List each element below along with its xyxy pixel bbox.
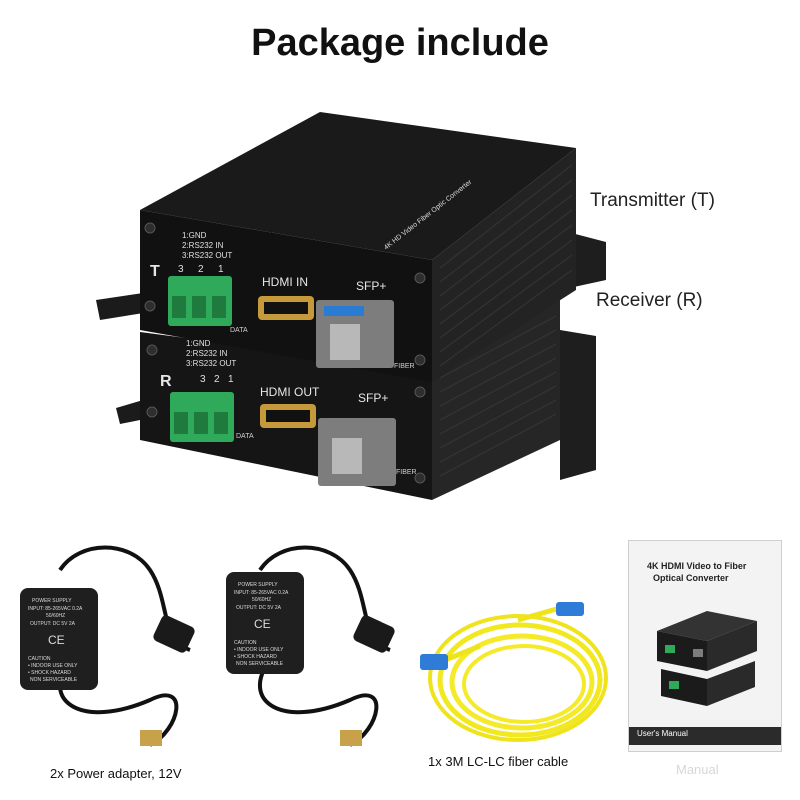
pinout-top-1: 1:GND xyxy=(182,231,207,240)
hdmi-in-label: HDMI IN xyxy=(262,275,308,289)
adapter1-c2: • SHOCK HAZARD xyxy=(28,670,71,676)
power-caption: 2x Power adapter, 12V xyxy=(50,766,182,781)
adapter1-ce: CE xyxy=(48,633,65,647)
sfp-top-label: SFP+ xyxy=(356,279,386,293)
pinout-top-2: 2:RS232 IN xyxy=(182,241,224,250)
adapter2-c1: • INDOOR USE ONLY xyxy=(234,647,284,653)
terminal-num-bottom-3: 3 xyxy=(200,374,206,385)
fiber-top-label: FIBER xyxy=(394,363,415,370)
adapter2-line4: OUTPUT: DC 5V 2A xyxy=(236,605,282,611)
data-bottom-label: DATA xyxy=(236,433,254,440)
adapter1-line4: OUTPUT: DC 5V 2A xyxy=(30,621,76,627)
lc-connector-2 xyxy=(556,602,584,616)
screws xyxy=(144,222,426,484)
mount-ear-right-bottom xyxy=(560,330,596,480)
transmitter-fins xyxy=(439,164,573,367)
receiver-label: Receiver (R) xyxy=(596,290,703,311)
fiber-bottom-label: FIBER xyxy=(396,469,417,476)
plug-1 xyxy=(153,615,195,653)
manual-device-photo xyxy=(657,611,757,706)
adapter2-ce: CE xyxy=(254,617,271,631)
adapter1-line3: 50/60HZ xyxy=(46,613,65,619)
transmitter-label: Transmitter (T) xyxy=(590,190,715,211)
adapter1-caution: CAUTION xyxy=(28,656,51,662)
manual-caption: Manual xyxy=(676,762,719,777)
plug-2 xyxy=(353,615,395,653)
adapter-body-1 xyxy=(20,588,98,690)
pinout-bottom-2: 2:RS232 IN xyxy=(186,349,228,358)
manual-footer-bar xyxy=(629,727,781,745)
manual-title-1: 4K HDMI Video to Fiber xyxy=(647,561,747,571)
pinout-top-3: 3:RS232 OUT xyxy=(182,251,232,260)
page-title: Package include xyxy=(251,22,549,64)
adapter2-line2: INPUT: 85-265VAC 0.2A xyxy=(234,590,289,596)
sfp-bottom-label: SFP+ xyxy=(358,391,388,405)
receiver-side xyxy=(432,300,560,500)
pinout-bottom-3: 3:RS232 OUT xyxy=(186,359,236,368)
terminal-num-bottom-1: 1 xyxy=(228,374,234,385)
transmitter-top xyxy=(140,112,576,260)
hdmi-out-label: HDMI OUT xyxy=(260,385,320,399)
adapter2-c2: • SHOCK HAZARD xyxy=(234,654,277,660)
lc-connector-1 xyxy=(420,654,448,670)
terminal-num-bottom-2: 2 xyxy=(214,374,220,385)
manual-footer: User's Manual xyxy=(637,729,688,738)
adapter2-c3: NON SERVICEABLE xyxy=(236,661,284,667)
letter-t: T xyxy=(150,263,160,280)
adapter1-line1: POWER SUPPLY xyxy=(32,598,72,604)
fiber-cable xyxy=(420,602,608,742)
data-top-label: DATA xyxy=(230,327,248,334)
terminal-num-top-2: 2 xyxy=(198,264,204,275)
dc-jack-2 xyxy=(340,730,362,746)
user-manual: 4K HDMI Video to Fiber Optical Converter… xyxy=(628,540,782,752)
letter-r: R xyxy=(160,373,172,390)
power-adapters: POWER SUPPLY INPUT: 85-265VAC 0.2A 50/60… xyxy=(20,545,395,747)
manual-title-2: Optical Converter xyxy=(653,573,729,583)
adapter2-line3: 50/60HZ xyxy=(252,597,271,603)
adapter2-caution: CAUTION xyxy=(234,640,257,646)
terminal-num-top-3: 3 xyxy=(178,264,184,275)
pinout-bottom-1: 1:GND xyxy=(186,339,211,348)
terminal-num-top-1: 1 xyxy=(218,264,224,275)
adapter1-c1: • INDOOR USE ONLY xyxy=(28,663,78,669)
adapter2-line1: POWER SUPPLY xyxy=(238,582,278,588)
adapter-body-2 xyxy=(226,572,304,674)
adapter1-line2: INPUT: 85-265VAC 0.2A xyxy=(28,606,83,612)
transmitter-side xyxy=(432,148,576,382)
mount-ear-left-top xyxy=(96,292,150,320)
receiver-fins xyxy=(439,315,557,477)
dc-jack-1 xyxy=(140,730,162,746)
fiber-caption: 1x 3M LC-LC fiber cable xyxy=(428,754,569,769)
adapter1-c3: NON SERVICEABLE xyxy=(30,677,78,683)
